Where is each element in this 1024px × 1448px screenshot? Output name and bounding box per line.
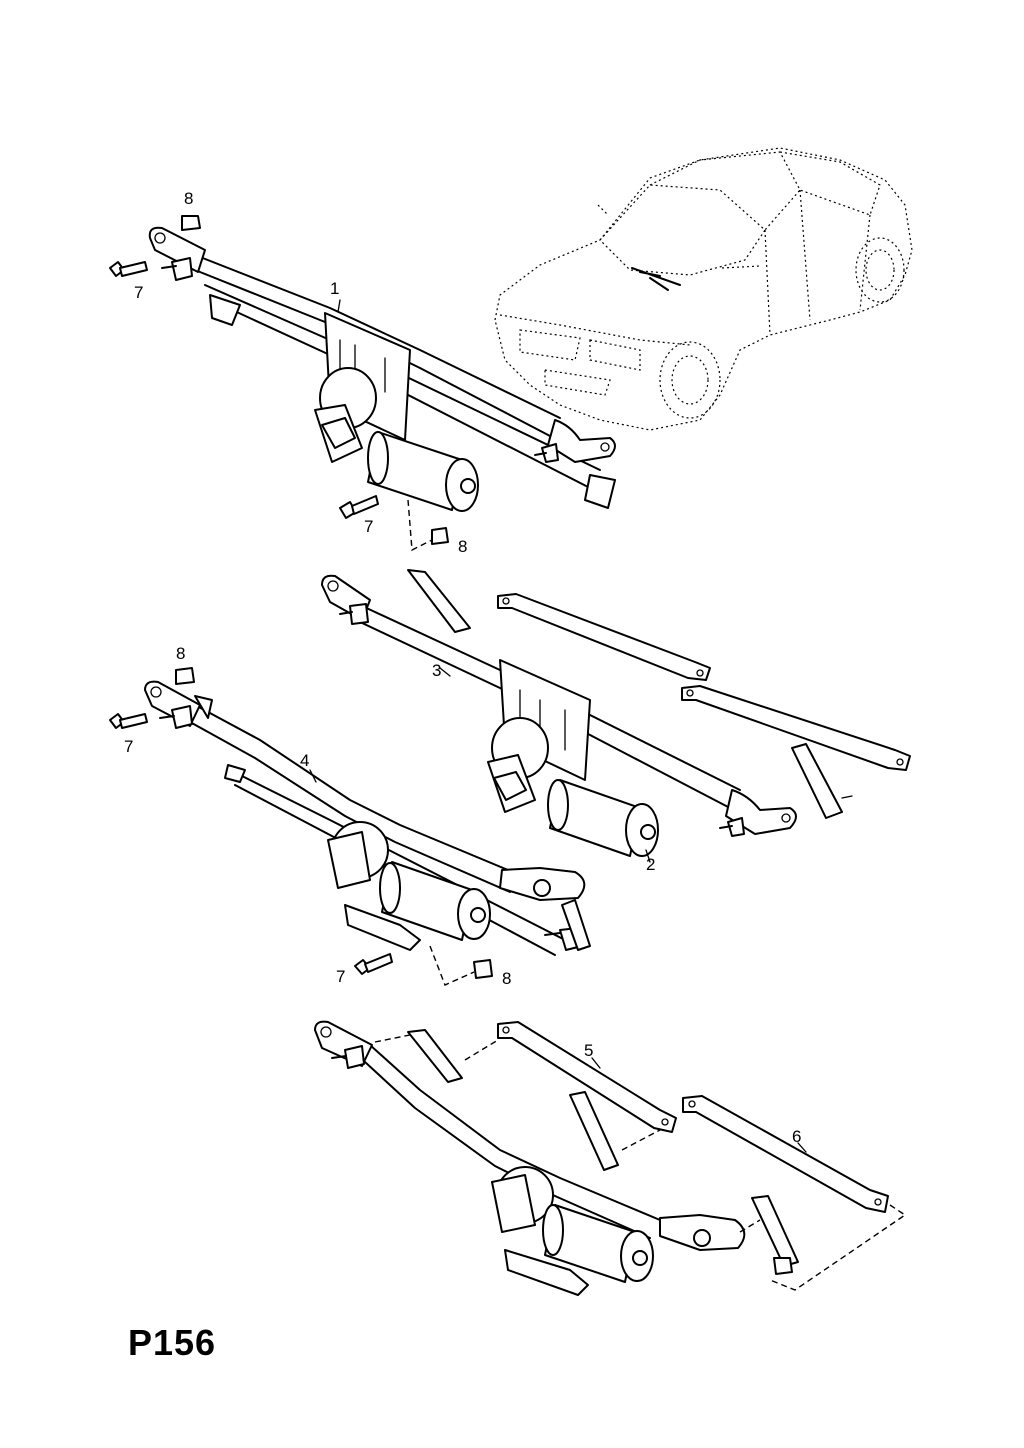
assembly-1-wiper-linkage: [109, 215, 616, 552]
callout-8-assembly1: 8: [458, 537, 468, 556]
callout-1: 1: [330, 279, 340, 298]
page-code: P156: [128, 1322, 217, 1363]
leader-lines: [309, 299, 807, 1153]
callout-6: 6: [792, 1127, 802, 1146]
callout-2: 2: [646, 855, 656, 874]
assembly-3-linkage-frame: [321, 569, 911, 857]
callout-5: 5: [584, 1041, 594, 1060]
callout-7-assembly4: 7: [124, 737, 134, 756]
callout-8-lower: 8: [502, 969, 512, 988]
callout-7-top: 7: [134, 283, 144, 302]
callout-7-lower: 7: [336, 967, 346, 986]
callout-3: 3: [432, 661, 442, 680]
callout-7-assembly1: 7: [364, 517, 374, 536]
car-illustration: [494, 147, 913, 431]
assembly-5-6-linkage: [314, 1020, 907, 1296]
assembly-4-wiper-linkage: [109, 667, 591, 986]
callout-4: 4: [300, 751, 310, 770]
callout-8-top: 8: [184, 189, 194, 208]
callout-8-assembly4: 8: [176, 644, 186, 663]
